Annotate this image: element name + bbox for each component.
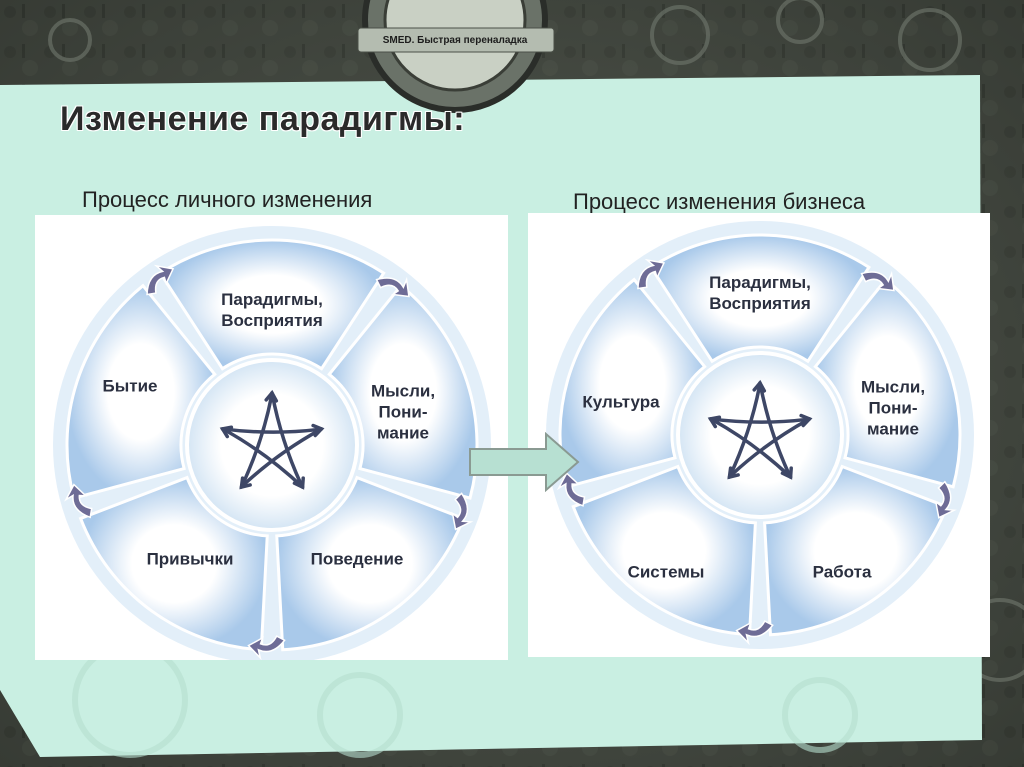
segment-label-thoughts: Мысли,Пони-мание (370, 381, 436, 443)
cycle-arrow-icon (247, 635, 286, 661)
wheel-segment (558, 277, 707, 489)
left-subtitle: Процесс личного изменения (82, 187, 373, 212)
cycle-arrow-icon (556, 471, 586, 507)
personal-change-wheel (35, 215, 508, 664)
cycle-arrow-icon (637, 258, 666, 290)
transition-arrow (469, 432, 580, 492)
wheel-segment (78, 475, 269, 652)
personal-change-diagram: Парадигмы,Восприятия Мысли,Пони-мание По… (35, 215, 508, 664)
wheel-hub (185, 358, 359, 532)
segment-label-culture: Культура (582, 392, 660, 412)
cycle-arrow-icon (934, 480, 957, 519)
cycle-arrow-icon (64, 483, 93, 519)
wheel-segment (158, 238, 386, 371)
segment-label-systems: Системы (627, 562, 705, 582)
wheel-segment (65, 283, 217, 500)
wheel-segment (648, 233, 872, 364)
swirl-icon (219, 389, 325, 490)
segment-label-paradigms: Парадигмы,Восприятия (709, 273, 811, 313)
segment-label-habits: Привычки (146, 549, 234, 569)
segment-label-work: Работа (812, 562, 872, 582)
business-change-wheel (528, 213, 990, 657)
segment-label-behavior: Поведение (310, 549, 404, 569)
wheel-segment (813, 277, 962, 489)
segment-label-being: Бытие (102, 376, 158, 396)
segment-label-paradigms: Парадигмы,Восприятия (221, 290, 323, 330)
wheel-segment (275, 475, 466, 652)
header-banner: SMED. Быстрая переналадка (382, 35, 528, 46)
cycle-arrow-icon (146, 264, 175, 296)
page-title: Изменение парадигмы: (60, 100, 466, 138)
wheel-segment (763, 464, 949, 637)
wheel-segment (571, 464, 757, 637)
cycle-arrow-icon (735, 620, 774, 646)
swirl-icon (707, 379, 813, 480)
cycle-arrow-icon (451, 492, 474, 531)
cycle-arrow-icon (860, 270, 895, 292)
cycle-arrow-icon (375, 276, 410, 298)
wheel-segment (327, 283, 479, 500)
business-change-diagram: Парадигмы,Восприятия Мысли,Пони-мание Ра… (528, 213, 990, 657)
right-subtitle: Процесс изменения бизнеса (573, 189, 866, 214)
segment-label-thoughts: Мысли,Пони-мание (860, 377, 926, 439)
wheel-hub (676, 351, 844, 519)
